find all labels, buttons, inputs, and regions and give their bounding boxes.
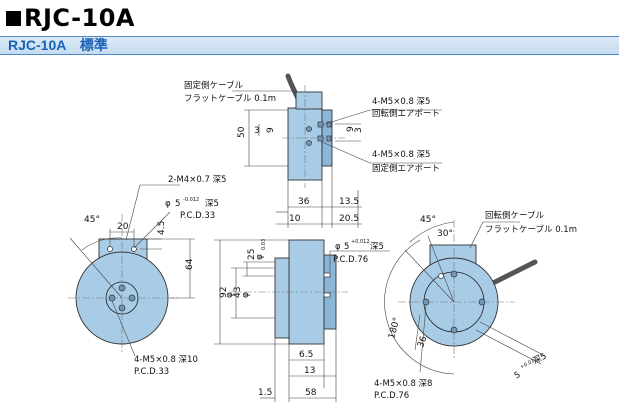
side-pin-tol: +0.012 bbox=[351, 239, 370, 245]
dim-4-5: 4.5 bbox=[157, 221, 167, 235]
section-title: RJC-10A 標準 bbox=[8, 37, 108, 53]
right-pin-dia: 5 bbox=[513, 370, 522, 381]
pin-hole bbox=[323, 292, 331, 298]
page-title: RJC-10A bbox=[24, 4, 136, 32]
fix-port-thread: 4-M5×0.8 深5 bbox=[372, 150, 430, 160]
mount-hole bbox=[107, 246, 113, 252]
port-hole bbox=[326, 135, 332, 142]
rotation-cable bbox=[484, 259, 538, 289]
fixed-cable-note: 固定側ケーブル bbox=[184, 80, 243, 91]
dim-9: 9 bbox=[266, 127, 276, 133]
mount-hole bbox=[131, 246, 137, 252]
dim-64: 64 bbox=[185, 258, 195, 270]
dim-10: 10 bbox=[289, 214, 301, 224]
dia-25-tol: 0.03 bbox=[261, 239, 267, 250]
dia-43-phi: φ bbox=[241, 292, 251, 298]
dim-13-5: 13.5 bbox=[339, 197, 359, 207]
title-row: RJC-10A bbox=[6, 4, 135, 32]
port-hole bbox=[306, 126, 312, 132]
side-pin-pcd: P.C.D.76 bbox=[333, 255, 368, 265]
port-hole bbox=[326, 121, 332, 128]
technical-drawing: 50 3 9 9 3 36 13.5 10 20.5 固定側ケーブル フラットケ… bbox=[68, 73, 577, 402]
angle-45: 45° bbox=[420, 215, 436, 225]
dim-3: 3 bbox=[254, 126, 260, 136]
front-right-view: 45° 30° 180° 36 回転側ケーブル フラットケーブル 0.1m 5 … bbox=[374, 210, 577, 401]
top-view: 50 3 9 9 3 36 13.5 10 20.5 固定側ケーブル フラットケ… bbox=[184, 73, 442, 228]
dim-20: 20 bbox=[117, 222, 129, 232]
pin-dia: 5 bbox=[175, 199, 180, 209]
dia-92: 92 bbox=[219, 287, 229, 298]
title-square-icon bbox=[6, 10, 21, 26]
dim-36: 36 bbox=[298, 197, 310, 207]
rot-cable-note: 回転側ケーブル bbox=[485, 210, 544, 221]
dim-1-5: 1.5 bbox=[258, 388, 272, 398]
port-hole bbox=[306, 140, 312, 146]
dim-6-5: 6.5 bbox=[299, 350, 313, 360]
dia-92-phi: φ bbox=[225, 292, 235, 298]
bottom-pcd: P.C.D.33 bbox=[134, 367, 169, 377]
pin-hole bbox=[323, 272, 331, 278]
side-pin-depth: 深5 bbox=[370, 242, 384, 252]
pin-phi: φ bbox=[165, 199, 171, 209]
dia-25-phi: φ bbox=[255, 254, 265, 260]
pin-tol: -0.012 bbox=[183, 197, 199, 203]
tap-note: 2-M4×0.7 深5 bbox=[168, 175, 226, 185]
fixed-cable-spec: フラットケーブル 0.1m bbox=[184, 93, 276, 104]
side-view: 92 φ 43 φ 25 φ 0.03 φ 5 +0.012 深5 P.C.D.… bbox=[214, 239, 390, 402]
right-pin-depth: 深5 bbox=[531, 351, 548, 366]
top-view-cable-block bbox=[295, 91, 323, 110]
right-bottom-thread: 4-M5×0.8 深8 bbox=[374, 379, 432, 389]
angle-180: 180° bbox=[387, 316, 402, 340]
side-pin-dia: 5 bbox=[344, 242, 349, 252]
port-hole bbox=[317, 135, 324, 142]
angle-45: 45° bbox=[84, 215, 100, 225]
dim-3: 3 bbox=[354, 127, 364, 133]
front-left-view: 45° 20 4.5 64 2-M4×0.7 深5 φ 5 -0.012 深5 … bbox=[68, 175, 226, 377]
bottom-thread: 4-M5×0.8 深10 bbox=[134, 355, 198, 365]
dim-50: 50 bbox=[237, 126, 247, 138]
dia-25: 25 bbox=[247, 249, 257, 260]
side-flange bbox=[274, 257, 290, 339]
dia-43: 43 bbox=[233, 287, 243, 298]
rot-port-thread: 4-M5×0.8 深5 bbox=[372, 97, 430, 107]
port-hole bbox=[317, 121, 324, 128]
pin-depth: 深5 bbox=[205, 199, 219, 209]
fix-port-label: 固定側エアポート bbox=[372, 163, 440, 174]
dim-13: 13 bbox=[304, 366, 315, 376]
angle-30: 30° bbox=[437, 229, 453, 239]
section-header-bar: RJC-10A 標準 bbox=[0, 36, 619, 55]
dim-20-5: 20.5 bbox=[339, 214, 359, 224]
dim-9: 9 bbox=[346, 126, 356, 132]
dim-58: 58 bbox=[305, 388, 317, 398]
pin-pcd: P.C.D.33 bbox=[180, 211, 215, 221]
rot-port-label: 回転側エアポート bbox=[372, 108, 440, 119]
right-bottom-pcd: P.C.D.76 bbox=[374, 391, 409, 401]
side-pin-phi: φ bbox=[335, 242, 341, 252]
rot-cable-spec: フラットケーブル 0.1m bbox=[485, 224, 577, 235]
